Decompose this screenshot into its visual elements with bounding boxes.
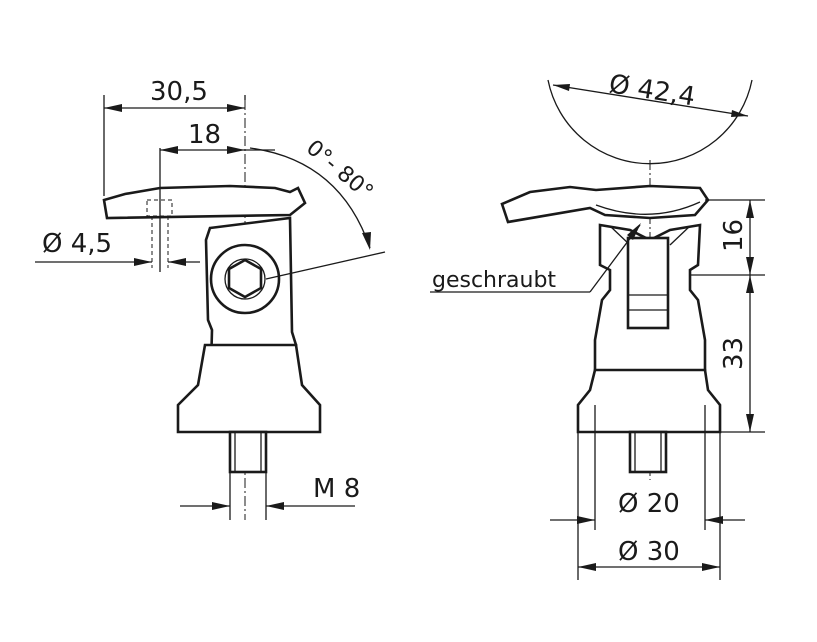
right-base bbox=[576, 368, 722, 434]
right-thread-stud bbox=[628, 430, 668, 474]
dim-neck-label: Ø 20 bbox=[618, 489, 680, 519]
left-thread-stud bbox=[228, 430, 268, 474]
note-screwed-label: geschraubt bbox=[432, 268, 556, 293]
dim-height-top-label: 16 bbox=[719, 219, 749, 252]
left-view: 30,5 18 0°- 80° Ø 4,5 M 8 bbox=[35, 77, 386, 520]
pipe-arc bbox=[547, 79, 753, 165]
dim-height-body-label: 33 bbox=[719, 337, 749, 370]
dim-thread-label: M 8 bbox=[313, 474, 360, 504]
left-joint-circle bbox=[209, 243, 281, 315]
left-hidden-hole bbox=[146, 199, 173, 217]
dim-offset-label: 18 bbox=[188, 120, 221, 150]
dim-base-label: Ø 30 bbox=[618, 537, 680, 567]
left-base bbox=[176, 343, 322, 434]
right-slot bbox=[626, 236, 670, 330]
hex-socket-icon bbox=[227, 258, 263, 299]
right-view: Ø 42,4 geschraubt 16 33 bbox=[430, 69, 765, 580]
right-saddle-plate bbox=[500, 184, 710, 224]
dim-saddle-label: Ø 42,4 bbox=[607, 69, 697, 112]
left-saddle-plate bbox=[102, 184, 307, 220]
dim-width-label: 30,5 bbox=[150, 77, 208, 107]
dim-hole-label: Ø 4,5 bbox=[42, 229, 112, 259]
